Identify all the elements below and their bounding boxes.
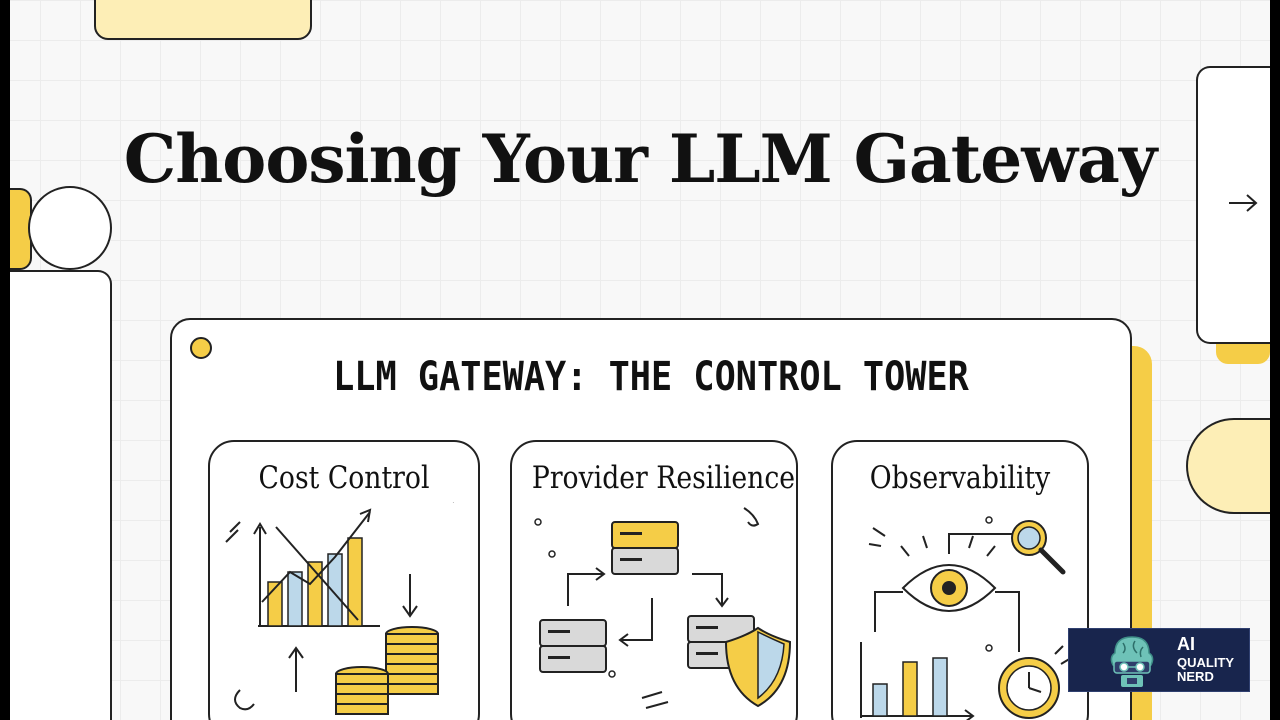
server-failover-shield-icon: [534, 507, 792, 709]
badge-line-ai: AI: [1177, 634, 1195, 654]
panel-dot: [190, 337, 212, 359]
cost-chart-coins-icon: [225, 502, 454, 715]
panel-title: LLM GATEWAY: THE CONTROL TOWER: [333, 354, 969, 400]
card-title: Observability: [869, 460, 1051, 496]
next-slide-card[interactable]: [1196, 66, 1270, 344]
card-provider-resilience: Provider Resilience: [510, 440, 798, 720]
decorative-top-tab: [94, 0, 312, 40]
decorative-left-circle: [28, 186, 112, 270]
decorative-left-card: [10, 270, 112, 720]
badge-line-quality: QUALITY: [1177, 655, 1235, 670]
robot-brain-icon: [1110, 636, 1154, 687]
arrow-right-icon[interactable]: [1226, 186, 1260, 220]
letterbox-left: [0, 0, 10, 720]
badge-text: AI QUALITY NERD: [1177, 635, 1234, 684]
letterbox-right: [1270, 0, 1280, 720]
channel-badge: AI QUALITY NERD: [1068, 628, 1250, 692]
card-title: Provider Resilience: [531, 460, 796, 496]
badge-line-nerd: NERD: [1177, 669, 1214, 684]
card-cost-control: Cost Control: [208, 440, 480, 720]
eye-magnifier-clock-icon: [860, 516, 1072, 720]
slide-title: Choosing Your LLM Gateway: [123, 120, 1157, 198]
decorative-right-circle: [1186, 418, 1270, 514]
card-observability: Observability: [831, 440, 1089, 720]
card-title: Cost Control: [258, 460, 430, 496]
